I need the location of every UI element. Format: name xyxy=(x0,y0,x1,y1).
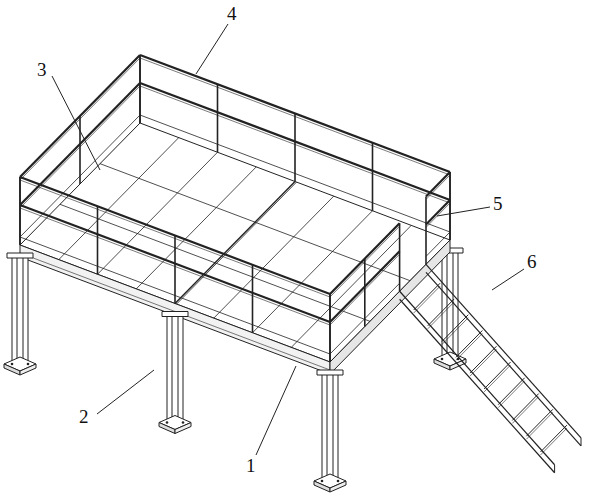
drawing-stroke xyxy=(97,206,99,274)
drawing-stroke xyxy=(447,250,448,357)
drawing-stroke xyxy=(426,203,450,227)
drawing-stroke xyxy=(426,232,450,256)
drawing-stroke xyxy=(19,177,21,245)
drawing-face xyxy=(20,364,36,375)
drawing-stroke xyxy=(512,394,538,421)
drawing-face xyxy=(330,240,450,374)
drawing-stroke xyxy=(426,175,450,199)
drawing-face xyxy=(317,370,343,375)
drawing-stroke xyxy=(60,204,370,321)
bolt-hole xyxy=(337,480,340,483)
drawing-stroke xyxy=(20,205,330,322)
drawing-stroke xyxy=(252,265,254,333)
drawing-face xyxy=(12,255,28,362)
drawing-stroke xyxy=(554,465,555,473)
drawing-stroke xyxy=(456,333,482,360)
drawing-stroke xyxy=(372,143,374,211)
drawing-stroke xyxy=(449,172,451,240)
callout-number: 6 xyxy=(526,252,538,271)
drawing-face xyxy=(330,481,346,492)
drawing-stroke xyxy=(217,84,219,152)
drawing-stroke xyxy=(414,286,440,313)
callout-number: 4 xyxy=(226,4,238,23)
drawing-stroke xyxy=(140,83,450,200)
drawing-face xyxy=(314,481,330,492)
drawing-stroke xyxy=(498,381,524,408)
drawing-stroke xyxy=(492,269,524,290)
drawing-stroke xyxy=(426,264,581,438)
drawing-stroke xyxy=(498,378,524,405)
drawing-stroke xyxy=(426,172,450,196)
drawing-stroke xyxy=(428,302,454,329)
bolt-hole xyxy=(441,358,444,361)
drawing-stroke xyxy=(484,362,510,389)
drawing-stroke xyxy=(426,272,581,446)
drawing-stroke xyxy=(19,177,21,245)
drawing-stroke xyxy=(20,86,140,208)
drawing-stroke xyxy=(449,172,451,240)
callout-number: 3 xyxy=(36,60,48,79)
drawing-face xyxy=(159,423,175,434)
bolt-hole xyxy=(166,421,169,424)
drawing-stroke xyxy=(541,425,567,452)
drawing-stroke xyxy=(456,330,482,357)
drawing-stroke xyxy=(400,299,555,473)
drawing-stroke xyxy=(139,55,141,123)
drawing-stroke xyxy=(23,255,24,362)
drawing-stroke xyxy=(442,315,468,342)
drawing-stroke xyxy=(256,366,296,455)
drawing-stroke xyxy=(470,346,496,373)
drawing-face xyxy=(4,364,20,375)
drawing-stroke xyxy=(425,196,427,264)
drawing-stroke xyxy=(414,283,440,310)
callout-number: 2 xyxy=(78,407,90,426)
drawing-stroke xyxy=(178,314,179,421)
drawing-stroke xyxy=(400,291,555,465)
drawing-stroke xyxy=(140,86,450,203)
drawing-stroke xyxy=(512,397,538,424)
bolt-hole xyxy=(182,421,185,424)
drawing-stroke xyxy=(470,349,496,376)
drawing-stroke xyxy=(329,294,331,362)
drawing-stroke xyxy=(526,409,552,436)
drawing-stroke xyxy=(52,76,100,170)
drawing-stroke xyxy=(581,438,582,446)
drawing-stroke xyxy=(399,223,401,291)
drawing-stroke xyxy=(364,259,366,327)
callout-number: 1 xyxy=(245,456,257,475)
drawing-stroke xyxy=(442,318,468,345)
drawing-face xyxy=(167,314,183,421)
drawing-stroke xyxy=(327,372,328,479)
bolt-hole xyxy=(321,480,324,483)
drawing-stroke xyxy=(437,207,490,216)
drawing-stroke xyxy=(139,55,141,123)
drawing-face xyxy=(434,359,450,370)
drawing-stroke xyxy=(97,370,154,414)
drawing-stroke xyxy=(426,200,450,224)
drawing-stroke xyxy=(20,208,330,325)
drawing-stroke xyxy=(196,24,228,74)
drawing-stroke xyxy=(172,314,173,421)
drawing-face xyxy=(162,312,188,317)
drawing-stroke xyxy=(541,428,567,455)
drawing-stroke xyxy=(294,114,296,182)
drawing-stroke xyxy=(174,236,176,304)
callout-number: 5 xyxy=(492,194,504,213)
bolt-hole xyxy=(27,363,30,366)
drawing-stroke xyxy=(329,294,331,362)
drawing-face xyxy=(322,372,338,479)
drawing-stroke xyxy=(17,255,18,362)
drawing-stroke xyxy=(428,299,454,326)
drawing-stroke xyxy=(526,412,552,439)
drawing-stroke xyxy=(333,372,334,479)
drawing-stroke xyxy=(484,365,510,392)
bolt-hole xyxy=(11,363,14,366)
drawing-stroke xyxy=(79,116,81,184)
drawing-face xyxy=(7,253,33,258)
drawing-face xyxy=(175,423,191,434)
